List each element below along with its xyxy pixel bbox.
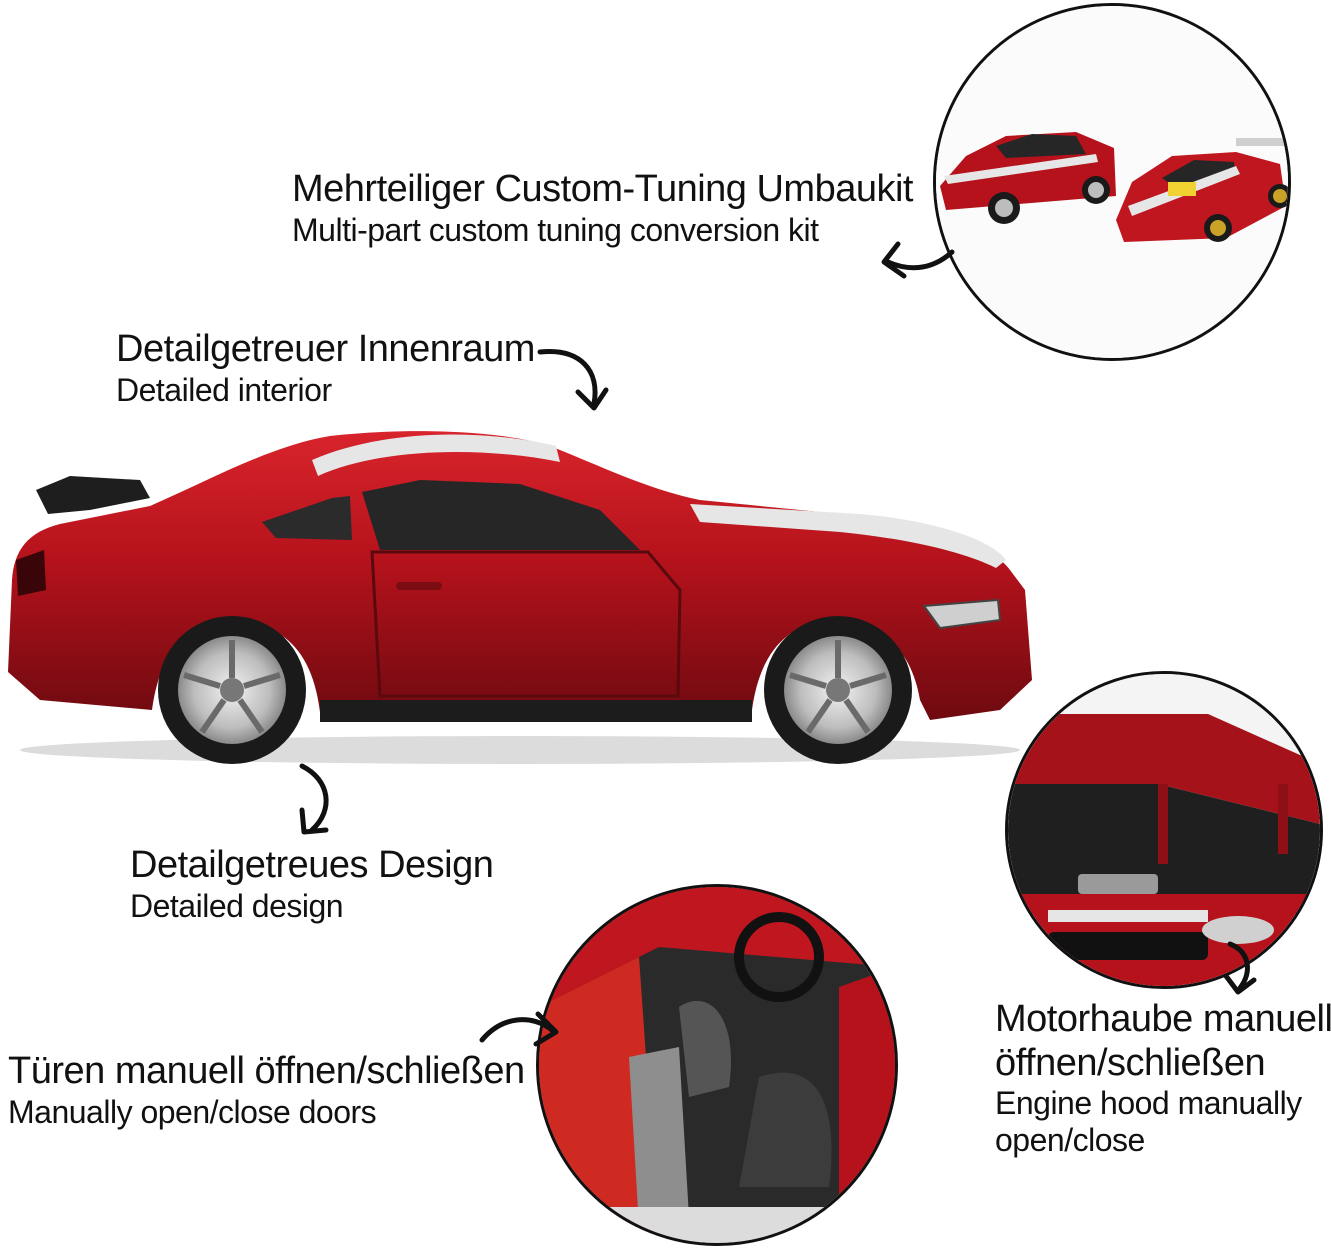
hood-stripe xyxy=(690,504,1006,568)
main-car-image xyxy=(8,431,1032,764)
front-wheel xyxy=(764,616,912,764)
callout-hood: Motorhaube manuell öffnen/schließen Engi… xyxy=(995,998,1331,1159)
arrow-tuning xyxy=(881,241,955,279)
arrow-hood xyxy=(1223,941,1257,995)
tail-light xyxy=(16,550,46,596)
callout-design-en: Detailed design xyxy=(130,887,344,924)
rear-window xyxy=(262,496,352,540)
callout-hood-en-2: open/close xyxy=(995,1122,1145,1159)
arrow-design xyxy=(299,763,329,835)
callout-doors: Türen manuell öffnen/schließen Manually … xyxy=(8,1050,525,1130)
doors-circle xyxy=(536,884,898,1246)
callout-interior-en: Detailed interior xyxy=(116,371,332,408)
callout-hood-en-1: Engine hood manually xyxy=(995,1085,1302,1122)
headlight xyxy=(922,598,1002,630)
callout-hood-de-1: Motorhaube manuell xyxy=(995,998,1331,1040)
rear-spoiler xyxy=(36,476,150,514)
callout-interior: Detailgetreuer Innenraum Detailed interi… xyxy=(116,328,535,408)
callout-doors-de: Türen manuell öffnen/schließen xyxy=(8,1050,525,1092)
callout-tuning-de: Mehrteiliger Custom-Tuning Umbaukit xyxy=(292,168,914,210)
side-window xyxy=(362,480,640,550)
callout-tuning: Mehrteiliger Custom-Tuning Umbaukit Mult… xyxy=(292,168,914,248)
arrow-interior xyxy=(537,349,609,411)
engine-hood-circle xyxy=(1005,671,1323,989)
callout-tuning-en: Multi-part custom tuning conversion kit xyxy=(292,211,819,248)
callout-design-de: Detailgetreues Design xyxy=(130,844,494,886)
tuning-kit-cars-image xyxy=(936,6,1288,358)
callout-doors-en: Manually open/close doors xyxy=(8,1093,377,1130)
callout-design: Detailgetreues Design Detailed design xyxy=(130,844,494,924)
tuning-kit-circle xyxy=(933,3,1291,361)
door-handle xyxy=(396,582,442,590)
engine-hood-image xyxy=(1008,674,1320,986)
rear-wheel xyxy=(158,616,306,764)
car-body xyxy=(8,431,1032,720)
arrow-doors xyxy=(479,1011,559,1047)
door-outline xyxy=(370,550,682,698)
roof-stripe xyxy=(312,434,560,476)
door-open-image xyxy=(539,887,895,1243)
callout-hood-de-2: öffnen/schließen xyxy=(995,1041,1266,1084)
callout-interior-de: Detailgetreuer Innenraum xyxy=(116,328,535,370)
side-shadow xyxy=(320,700,752,722)
